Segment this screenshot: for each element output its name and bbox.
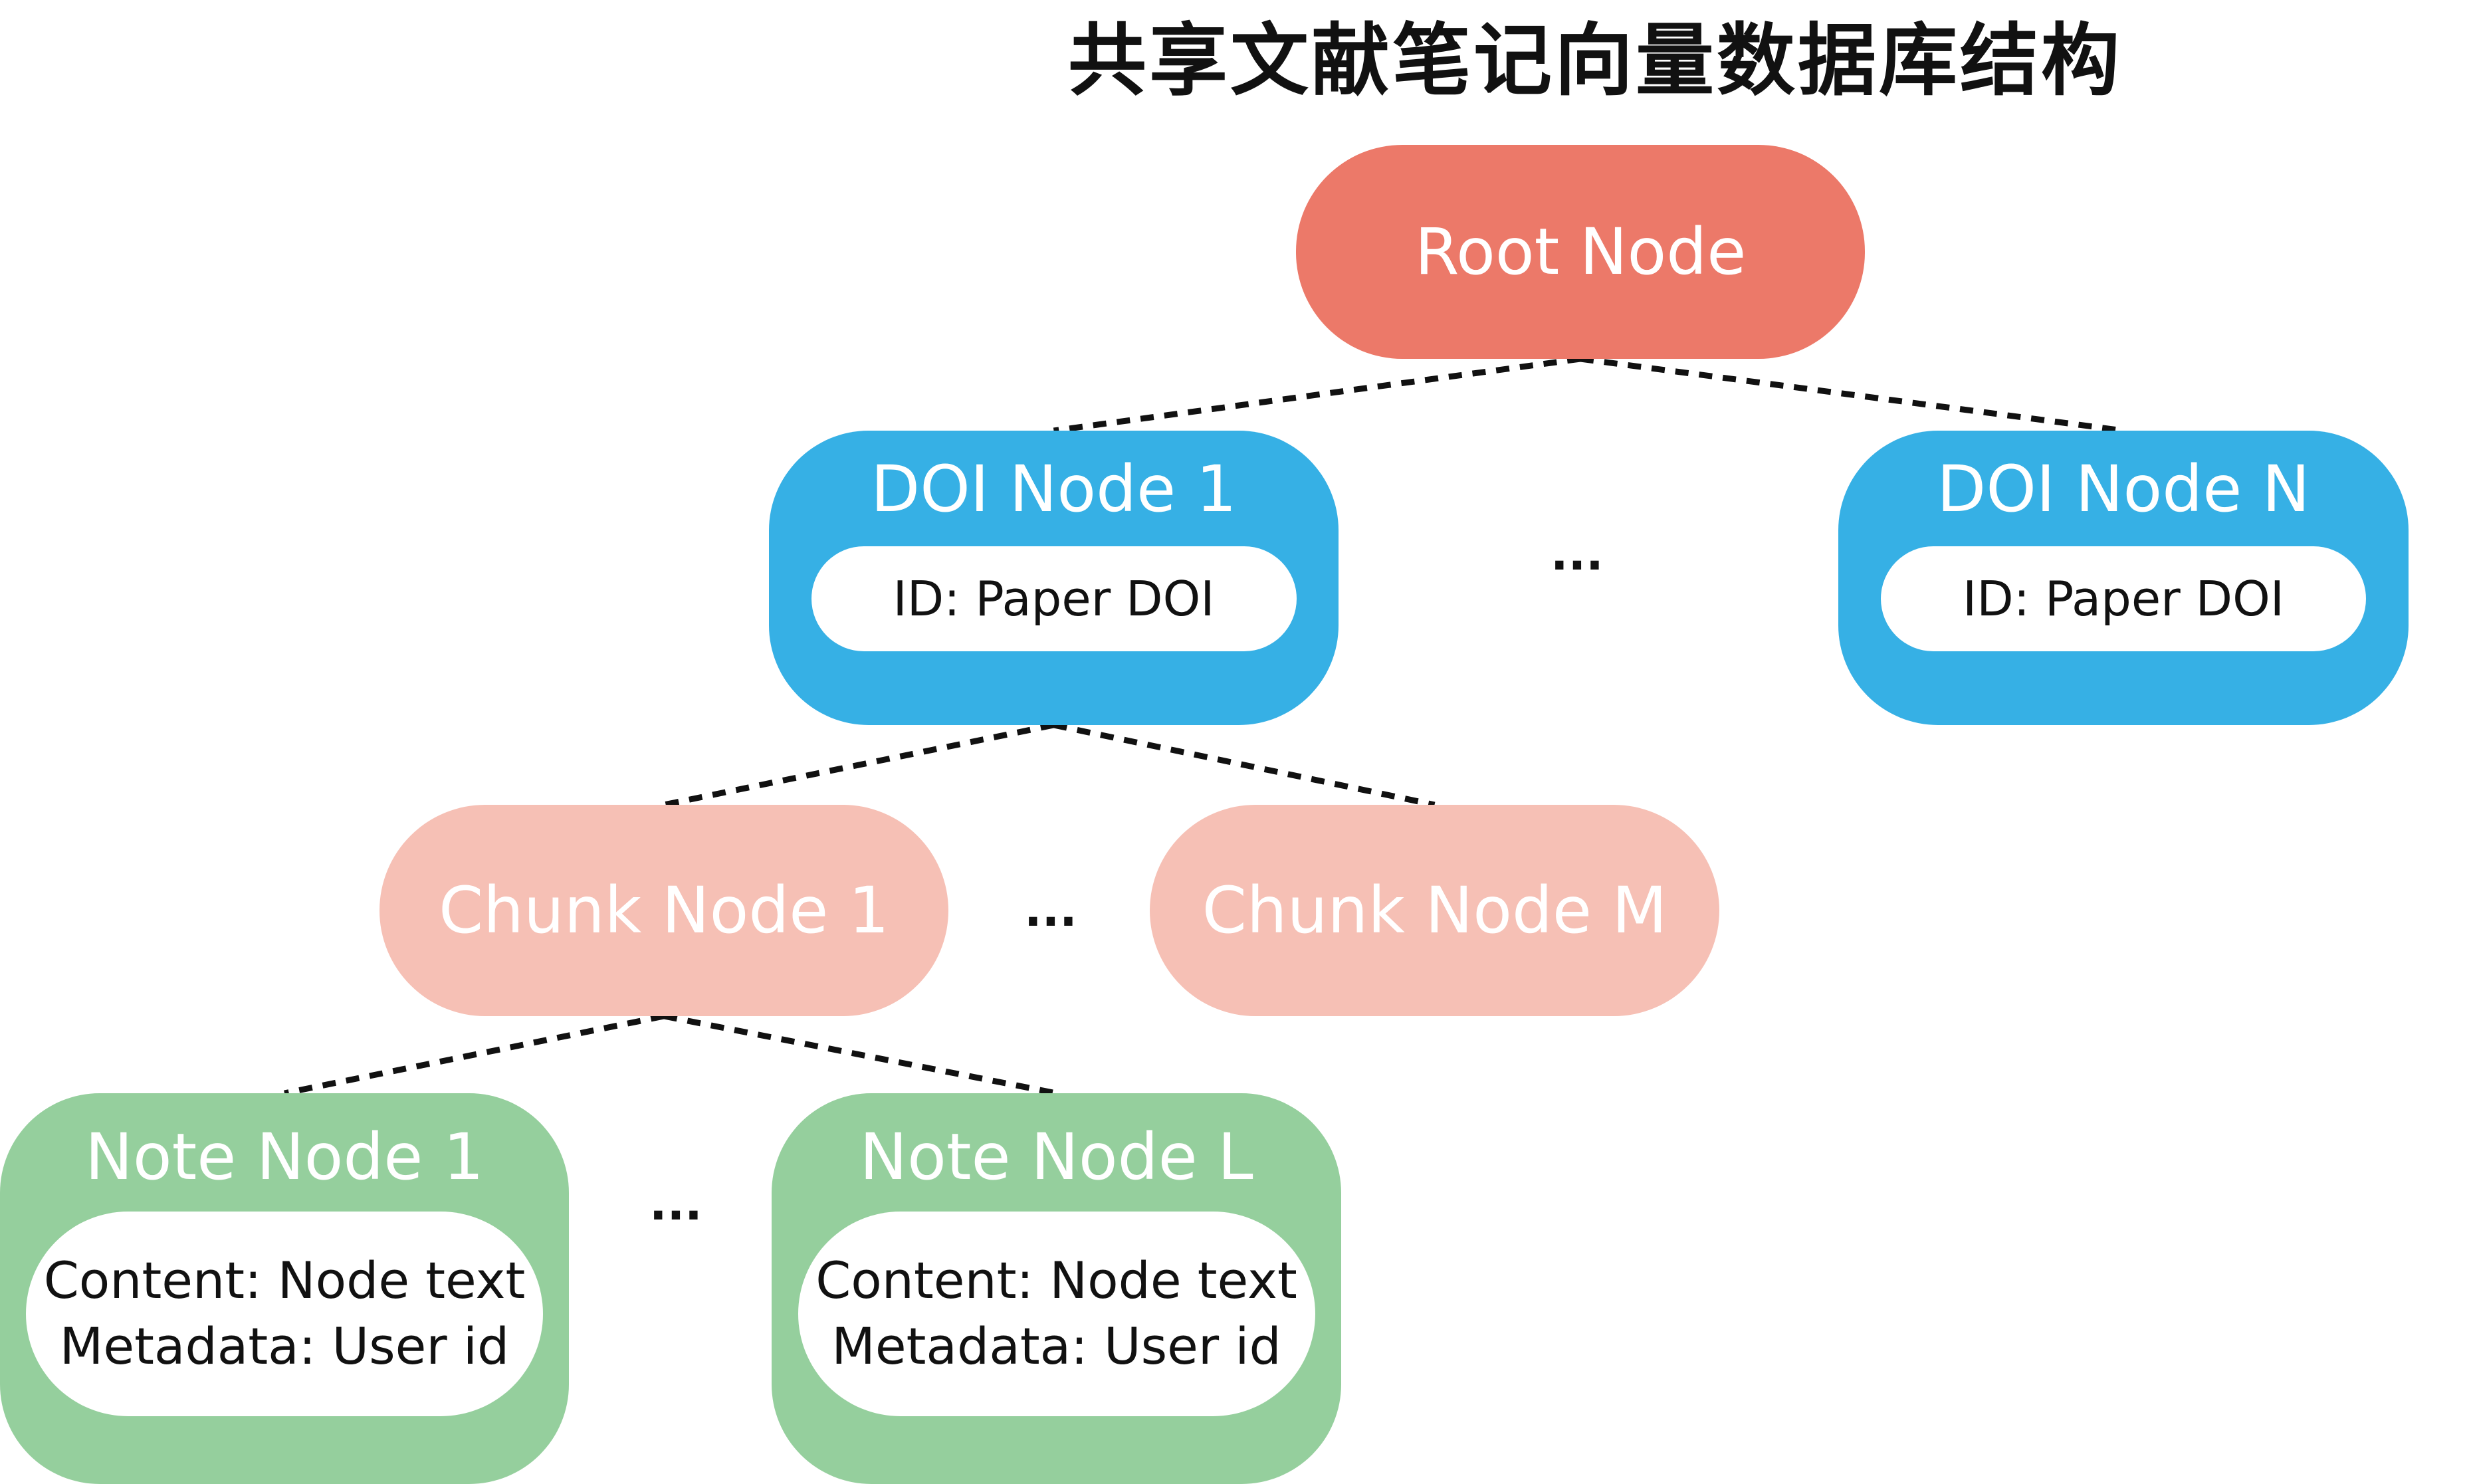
note-node-l-content: Content: Node text bbox=[815, 1251, 1297, 1311]
chunk-ellipsis: ... bbox=[1024, 883, 1077, 937]
edge-doi-1-to-chunk-1 bbox=[663, 722, 1055, 808]
doi-node-n-id: ID: Paper DOI bbox=[1963, 571, 2284, 627]
note-node-1-content: Content: Node text bbox=[43, 1251, 526, 1311]
doi-node-n-id-box: ID: Paper DOI bbox=[1881, 546, 2366, 651]
note-node-l: Note Node L Content: Node text Metadata:… bbox=[772, 1093, 1341, 1484]
doi-ellipsis: ... bbox=[1551, 526, 1604, 581]
root-node-label: Root Node bbox=[1414, 215, 1747, 289]
doi-node-1: DOI Node 1 ID: Paper DOI bbox=[769, 431, 1339, 725]
note-node-1-label: Note Node 1 bbox=[85, 1120, 484, 1194]
doi-node-n: DOI Node N ID: Paper DOI bbox=[1838, 431, 2409, 725]
edge-root-to-doi-n bbox=[1580, 356, 2124, 434]
root-node: Root Node bbox=[1296, 145, 1865, 359]
edge-root-to-doi-1 bbox=[1053, 356, 1581, 434]
note-node-l-body: Content: Node text Metadata: User id bbox=[798, 1212, 1315, 1416]
edge-chunk-1-to-note-l bbox=[663, 1013, 1057, 1097]
doi-node-1-id-box: ID: Paper DOI bbox=[811, 546, 1297, 651]
edge-doi-1-to-chunk-m bbox=[1053, 722, 1436, 808]
note-node-l-label: Note Node L bbox=[859, 1120, 1253, 1194]
doi-node-n-label: DOI Node N bbox=[1937, 452, 2310, 526]
chunk-node-1: Chunk Node 1 bbox=[379, 805, 948, 1016]
note-node-1-body: Content: Node text Metadata: User id bbox=[26, 1212, 543, 1416]
note-ellipsis: ... bbox=[649, 1176, 702, 1231]
chunk-node-m-label: Chunk Node M bbox=[1202, 873, 1667, 948]
note-node-1: Note Node 1 Content: Node text Metadata:… bbox=[0, 1093, 569, 1484]
chunk-node-m: Chunk Node M bbox=[1150, 805, 1719, 1016]
note-node-l-metadata: Metadata: User id bbox=[831, 1317, 1281, 1376]
doi-node-1-label: DOI Node 1 bbox=[871, 452, 1237, 526]
chunk-node-1-label: Chunk Node 1 bbox=[439, 873, 889, 948]
doi-node-1-id: ID: Paper DOI bbox=[893, 571, 1215, 627]
edge-chunk-1-to-note-1 bbox=[284, 1013, 665, 1097]
note-node-1-metadata: Metadata: User id bbox=[59, 1317, 510, 1376]
diagram-title: 共享文献笔记向量数据库结构 bbox=[1067, 14, 2122, 106]
